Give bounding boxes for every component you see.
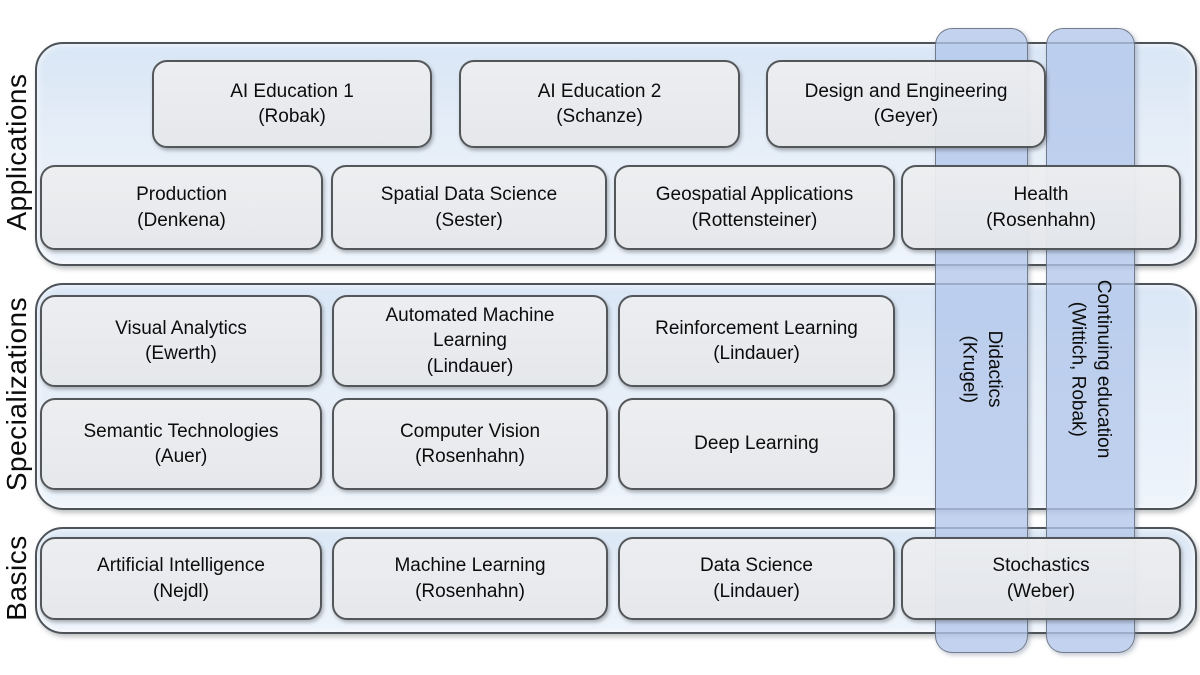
course-instructor: (Lindauer) <box>713 343 800 364</box>
course-instructor: (Rosenhahn) <box>415 580 525 602</box>
course-title: Reinforcement Learning <box>655 317 858 339</box>
course-box-data-science: Data Science (Lindauer) <box>618 537 895 620</box>
overlay-bar-continuing-education-label: Continuing education (Wittich, Robak) <box>1065 280 1116 459</box>
course-box-design-and-engineering: Design and Engineering (Geyer) <box>766 60 1046 148</box>
course-title: Production <box>136 184 227 206</box>
course-box-stochastics: Stochastics (Weber) <box>901 537 1181 620</box>
course-instructor: (Geyer) <box>873 106 939 127</box>
course-instructor: (Ewerth) <box>145 343 217 364</box>
course-title: Health <box>1013 184 1069 206</box>
course-box-production: Production (Denkena) <box>40 165 323 250</box>
course-title: Geospatial Applications <box>655 184 854 206</box>
course-title: AI Education 2 <box>537 80 662 102</box>
course-instructor: (Robak) <box>258 106 326 127</box>
overlay-title: Continuing education <box>1093 279 1115 459</box>
course-box-semantic-technologies: Semantic Technologies (Auer) <box>40 398 322 490</box>
course-title: Design and Engineering <box>804 80 1008 102</box>
course-title: Data Science <box>699 555 813 577</box>
course-box-computer-vision: Computer Vision (Rosenhahn) <box>332 398 608 490</box>
overlay-title: Didactics <box>984 330 1006 408</box>
course-title: Spatial Data Science <box>380 184 558 206</box>
band-label-basics: Basics <box>1 535 32 621</box>
course-box-ai-education-2: AI Education 2 (Schanze) <box>459 60 740 148</box>
course-title: Computer Vision <box>399 420 541 442</box>
course-instructor: (Rottensteiner) <box>691 209 818 231</box>
course-instructor: (Lindauer) <box>426 355 514 377</box>
course-title: Semantic Technologies <box>83 420 279 442</box>
course-instructor: (Sester) <box>435 209 503 231</box>
band-label-applications: Applications <box>1 73 32 231</box>
course-box-health: Health (Rosenhahn) <box>901 165 1181 250</box>
course-title: Automated Machine Learning <box>385 305 555 352</box>
course-instructor: (Weber) <box>1006 580 1076 602</box>
course-title: Deep Learning <box>694 433 819 455</box>
course-instructor: (Denkena) <box>137 209 226 231</box>
course-instructor: (Nejdl) <box>153 580 209 602</box>
course-box-machine-learning: Machine Learning (Rosenhahn) <box>332 537 608 620</box>
overlay-instructor: (Krugel) <box>958 335 980 403</box>
band-label-specializations: Specializations <box>1 296 32 492</box>
course-box-artificial-intelligence: Artificial Intelligence (Nejdl) <box>40 537 322 620</box>
course-instructor: (Schanze) <box>556 106 643 127</box>
course-box-spatial-data-science: Spatial Data Science (Sester) <box>331 165 607 250</box>
overlay-bar-didactics-label: Didactics (Krugel) <box>956 330 1007 407</box>
course-instructor: (Auer) <box>154 446 208 467</box>
overlay-instructor: (Wittich, Robak) <box>1067 301 1089 437</box>
course-title: Artificial Intelligence <box>97 555 265 577</box>
course-box-visual-analytics: Visual Analytics (Ewerth) <box>40 295 322 387</box>
course-title: Stochastics <box>992 555 1090 577</box>
course-instructor: (Lindauer) <box>713 580 800 602</box>
course-box-ai-education-1: AI Education 1 (Robak) <box>152 60 432 148</box>
course-title: Visual Analytics <box>115 317 247 339</box>
course-instructor: (Rosenhahn) <box>415 446 525 467</box>
course-box-automated-machine-learning: Automated Machine Learning (Lindauer) <box>332 295 608 387</box>
course-box-reinforcement-learning: Reinforcement Learning (Lindauer) <box>618 295 895 387</box>
course-title: Machine Learning <box>394 555 546 577</box>
course-box-geospatial-applications: Geospatial Applications (Rottensteiner) <box>614 165 895 250</box>
course-box-deep-learning: Deep Learning <box>618 398 895 490</box>
course-title: AI Education 1 <box>230 80 354 102</box>
course-instructor: (Rosenhahn) <box>986 209 1096 231</box>
